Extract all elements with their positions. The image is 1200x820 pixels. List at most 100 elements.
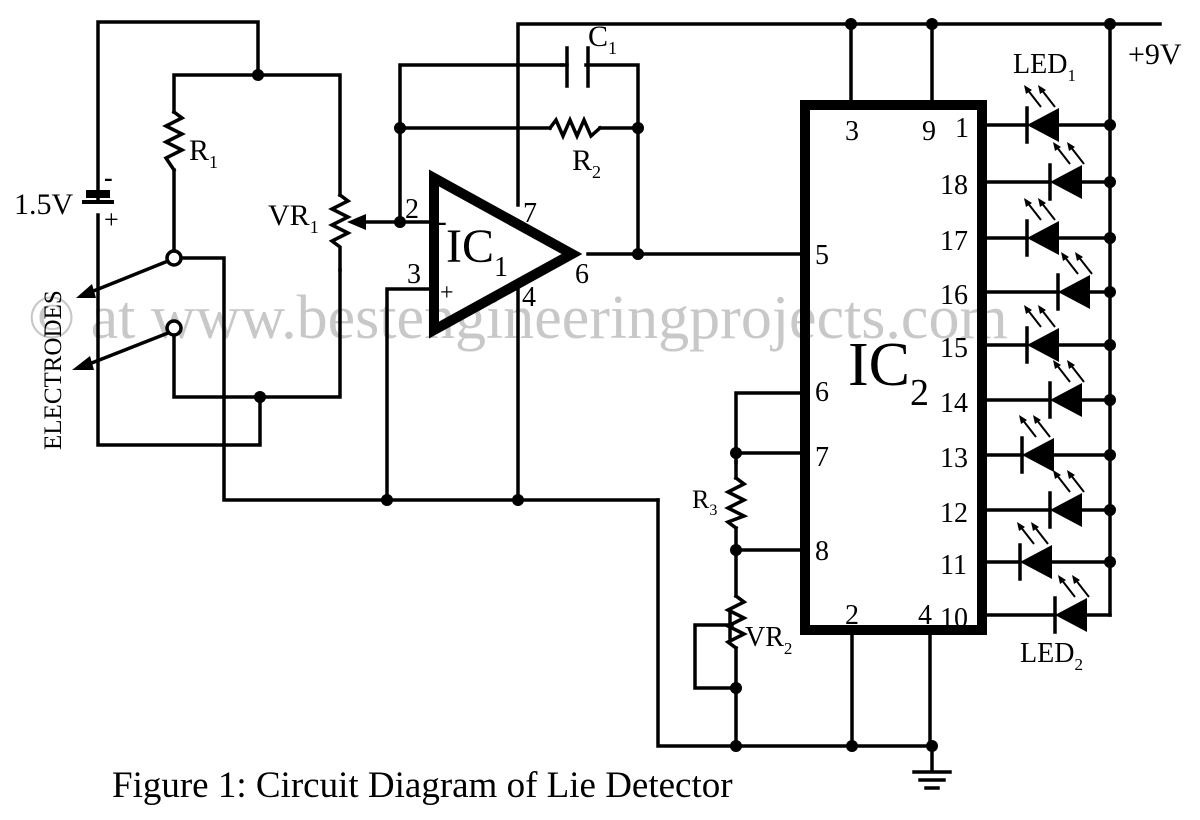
led-light-arrowhead	[1033, 415, 1041, 424]
ic1-pin2: 2	[405, 194, 419, 225]
led-light-arrow	[1077, 255, 1093, 275]
resistor-r1: R1	[162, 109, 218, 173]
led-light-arrowhead	[1024, 85, 1032, 94]
junctions	[252, 18, 1116, 752]
led-light-arrow	[1069, 473, 1085, 493]
battery-label: 1.5V	[14, 188, 74, 221]
ic2-pin12: 12	[940, 498, 968, 529]
ic2-pin15: 15	[940, 333, 968, 364]
led-bus-junction	[1104, 232, 1116, 244]
ic2-pin17: 17	[940, 226, 968, 257]
led-light-arrowhead	[1053, 360, 1061, 369]
svg-text:VR1: VR1	[268, 199, 319, 237]
led-light-arrow	[1021, 418, 1037, 438]
led-1	[985, 85, 1116, 144]
led-diode-triangle	[1027, 328, 1059, 362]
led-diode-triangle	[1050, 383, 1082, 417]
led-light-arrow	[1040, 201, 1056, 221]
led-light-arrowhead	[1067, 470, 1075, 479]
led-bus-junction	[1104, 119, 1116, 131]
ic2-pin3: 3	[845, 116, 859, 147]
led2-label: LED2	[1020, 638, 1083, 674]
battery: 1.5V - +	[14, 163, 119, 234]
led-light-arrowhead	[1053, 142, 1061, 151]
led-light-arrowhead	[1017, 522, 1025, 531]
svg-text:IC2: IC2	[848, 331, 929, 414]
electrode1-arrow	[76, 284, 96, 298]
ic2-pin18: 18	[940, 170, 968, 201]
ic2-pin9: 9	[922, 116, 936, 147]
battery-pos-sign: +	[104, 205, 119, 234]
led-diode-triangle	[1022, 438, 1054, 472]
led-bus-junction	[1104, 556, 1116, 568]
ic1-pin3: 3	[407, 259, 421, 290]
wire-feedback-right	[584, 63, 640, 256]
wire-vr2-wiper	[693, 623, 738, 690]
ic2-body	[800, 100, 987, 635]
wire-supply-rail	[516, 22, 1162, 207]
svg-text:IC1: IC1	[446, 220, 508, 283]
wire-feedback-left-c1	[398, 63, 564, 224]
led-bus-junction	[1104, 394, 1116, 406]
led-light-arrow	[1026, 201, 1042, 221]
led-light-arrowhead	[1024, 305, 1032, 314]
led-diode-triangle	[1027, 221, 1059, 255]
ic1-triangle	[429, 169, 583, 339]
led-10	[985, 575, 1112, 634]
led-light-arrow	[1055, 363, 1071, 383]
led-6	[985, 360, 1116, 419]
led-light-arrowhead	[1072, 575, 1080, 584]
led-diode-triangle	[1055, 598, 1087, 632]
ic2-pin4: 4	[918, 600, 932, 631]
electrode2-arrow	[72, 356, 94, 370]
ic2-pin8: 8	[815, 536, 829, 567]
ic2-pin1: 1	[955, 113, 969, 144]
led-light-arrow	[1026, 308, 1042, 328]
led-light-arrow	[1033, 525, 1049, 545]
led-light-arrow	[1055, 473, 1071, 493]
ic2-pin5: 5	[815, 240, 829, 271]
battery-neg-sign: -	[104, 163, 113, 192]
figure-caption: Figure 1: Circuit Diagram of Lie Detecto…	[112, 765, 733, 806]
led-diode-triangle	[1058, 275, 1090, 309]
led-light-arrow	[1026, 88, 1042, 108]
ic2-pin16: 16	[940, 280, 968, 311]
ic1-opamp: IC1 - + 2 3 7 4 6	[405, 169, 589, 339]
led-9	[985, 522, 1116, 581]
ic1-pin7: 7	[523, 198, 537, 229]
potentiometer-vr2: VR2	[724, 593, 792, 658]
led-7	[985, 415, 1116, 474]
ic2-pin10: 10	[940, 603, 968, 634]
svg-text:+: +	[440, 280, 454, 306]
led-light-arrowhead	[1053, 470, 1061, 479]
led-diode-triangle	[1050, 493, 1082, 527]
led1-label: LED1	[1013, 49, 1076, 85]
led-diode-triangle	[1020, 545, 1052, 579]
led-8	[985, 470, 1116, 529]
wire-ground-bus	[656, 498, 934, 748]
ic2-pin2: 2	[845, 600, 859, 631]
led-light-arrowhead	[1067, 142, 1075, 151]
led-2	[985, 142, 1116, 201]
svg-text:R3: R3	[692, 485, 717, 519]
led-bus-junction	[1104, 504, 1116, 516]
led-light-arrowhead	[1031, 522, 1039, 531]
svg-text:VR2: VR2	[745, 622, 792, 658]
battery-pos-plate	[82, 200, 114, 204]
led-light-arrowhead	[1067, 360, 1075, 369]
led-3	[985, 198, 1116, 257]
led-light-arrow	[1069, 145, 1085, 165]
electrodes-label: ELECTRODES	[40, 290, 67, 450]
led-light-arrow	[1019, 525, 1035, 545]
ic2-pin14: 14	[940, 388, 968, 419]
led-light-arrowhead	[1058, 575, 1066, 584]
electrode2-terminal	[165, 319, 183, 337]
potentiometer-vr1: VR1	[268, 192, 366, 272]
electrode1-terminal	[165, 249, 183, 267]
wires	[96, 20, 1162, 772]
svg-text:R1: R1	[189, 134, 218, 172]
led-light-arrow	[1055, 145, 1071, 165]
electrodes: ELECTRODES	[40, 249, 183, 450]
